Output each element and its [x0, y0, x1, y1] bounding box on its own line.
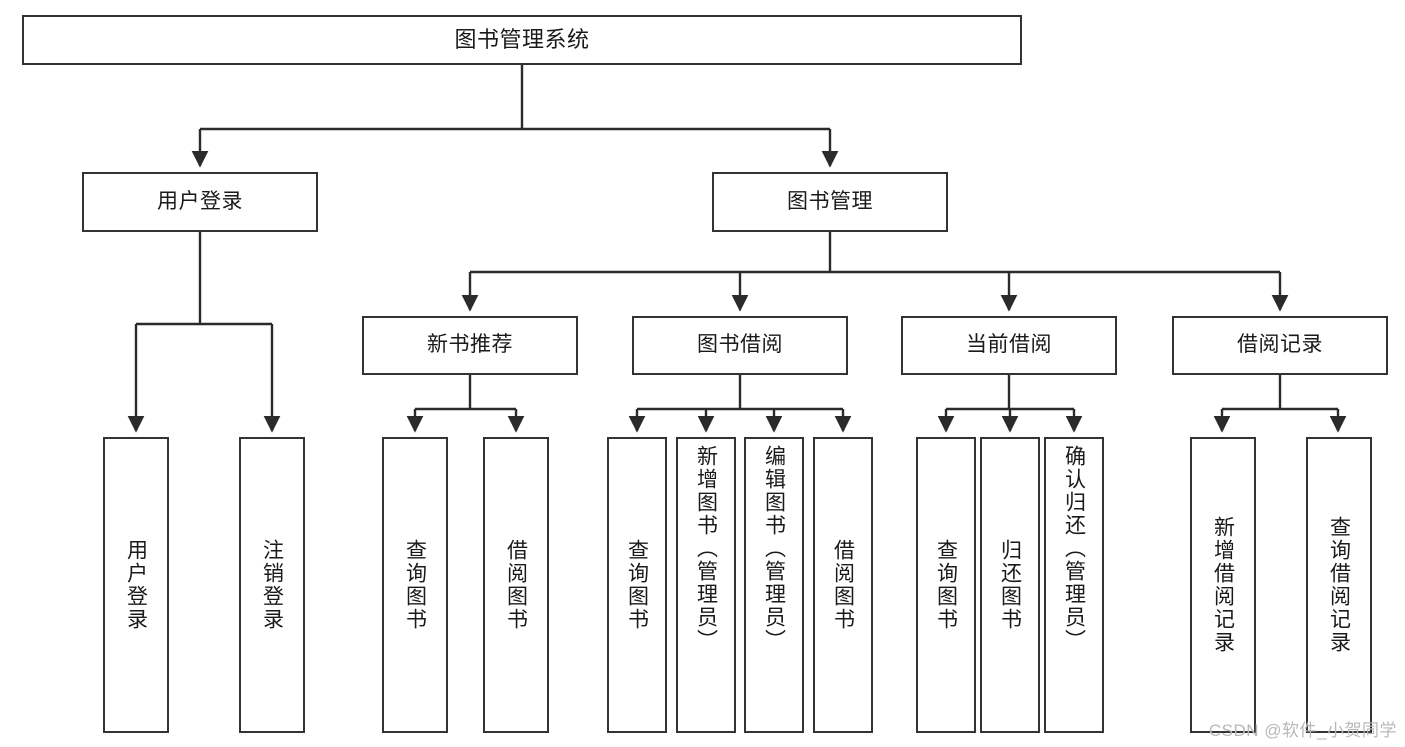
node-book-management[interactable]: 图书管理: [712, 172, 948, 232]
node-label: 注销登录: [260, 539, 284, 631]
node-label: 归还图书: [998, 539, 1022, 631]
leaf-new-book-query-book[interactable]: 查询图书: [382, 437, 448, 733]
node-root-book-management-system[interactable]: 图书管理系统: [22, 15, 1022, 65]
node-borrow-record[interactable]: 借阅记录: [1172, 316, 1388, 375]
node-label: 借阅记录: [1237, 333, 1323, 357]
leaf-book-borrow-query-book[interactable]: 查询图书: [607, 437, 667, 733]
node-label: 图书管理系统: [454, 27, 590, 53]
node-label: 当前借阅: [966, 333, 1052, 357]
leaf-book-borrow-borrow-book[interactable]: 借阅图书: [813, 437, 873, 733]
node-label: 用户登录: [157, 189, 243, 213]
leaf-new-book-borrow-book[interactable]: 借阅图书: [483, 437, 549, 733]
leaf-current-borrow-query-book[interactable]: 查询图书: [916, 437, 976, 733]
node-label: 新增图书（管理员）: [694, 445, 718, 652]
node-label: 借阅图书: [504, 539, 528, 631]
node-label: 查询图书: [625, 539, 649, 631]
leaf-book-borrow-add-book-admin[interactable]: 新增图书（管理员）: [676, 437, 736, 733]
leaf-user-login-login[interactable]: 用户登录: [103, 437, 169, 733]
node-label: 图书管理: [787, 189, 873, 213]
leaf-borrow-record-query-record[interactable]: 查询借阅记录: [1306, 437, 1372, 733]
leaf-user-login-logout[interactable]: 注销登录: [239, 437, 305, 733]
node-label: 图书借阅: [697, 333, 783, 357]
leaf-current-borrow-return-book[interactable]: 归还图书: [980, 437, 1040, 733]
node-label: 编辑图书（管理员）: [762, 445, 786, 652]
node-current-borrow[interactable]: 当前借阅: [901, 316, 1117, 375]
node-user-login[interactable]: 用户登录: [82, 172, 318, 232]
leaf-book-borrow-edit-book-admin[interactable]: 编辑图书（管理员）: [744, 437, 804, 733]
node-new-book-recommend[interactable]: 新书推荐: [362, 316, 578, 375]
leaf-borrow-record-add-record[interactable]: 新增借阅记录: [1190, 437, 1256, 733]
node-book-borrow[interactable]: 图书借阅: [632, 316, 848, 375]
csdn-watermark: CSDN @软件_小贺同学: [1208, 721, 1397, 740]
node-label: 查询图书: [934, 539, 958, 631]
node-label: 确认归还（管理员）: [1062, 445, 1086, 652]
node-label: 新书推荐: [427, 333, 513, 357]
node-label: 借阅图书: [831, 539, 855, 631]
node-label: 查询借阅记录: [1327, 516, 1351, 654]
leaf-current-borrow-confirm-return-admin[interactable]: 确认归还（管理员）: [1044, 437, 1104, 733]
node-label: 查询图书: [403, 539, 427, 631]
node-label: 新增借阅记录: [1211, 516, 1235, 654]
node-label: 用户登录: [124, 539, 148, 631]
